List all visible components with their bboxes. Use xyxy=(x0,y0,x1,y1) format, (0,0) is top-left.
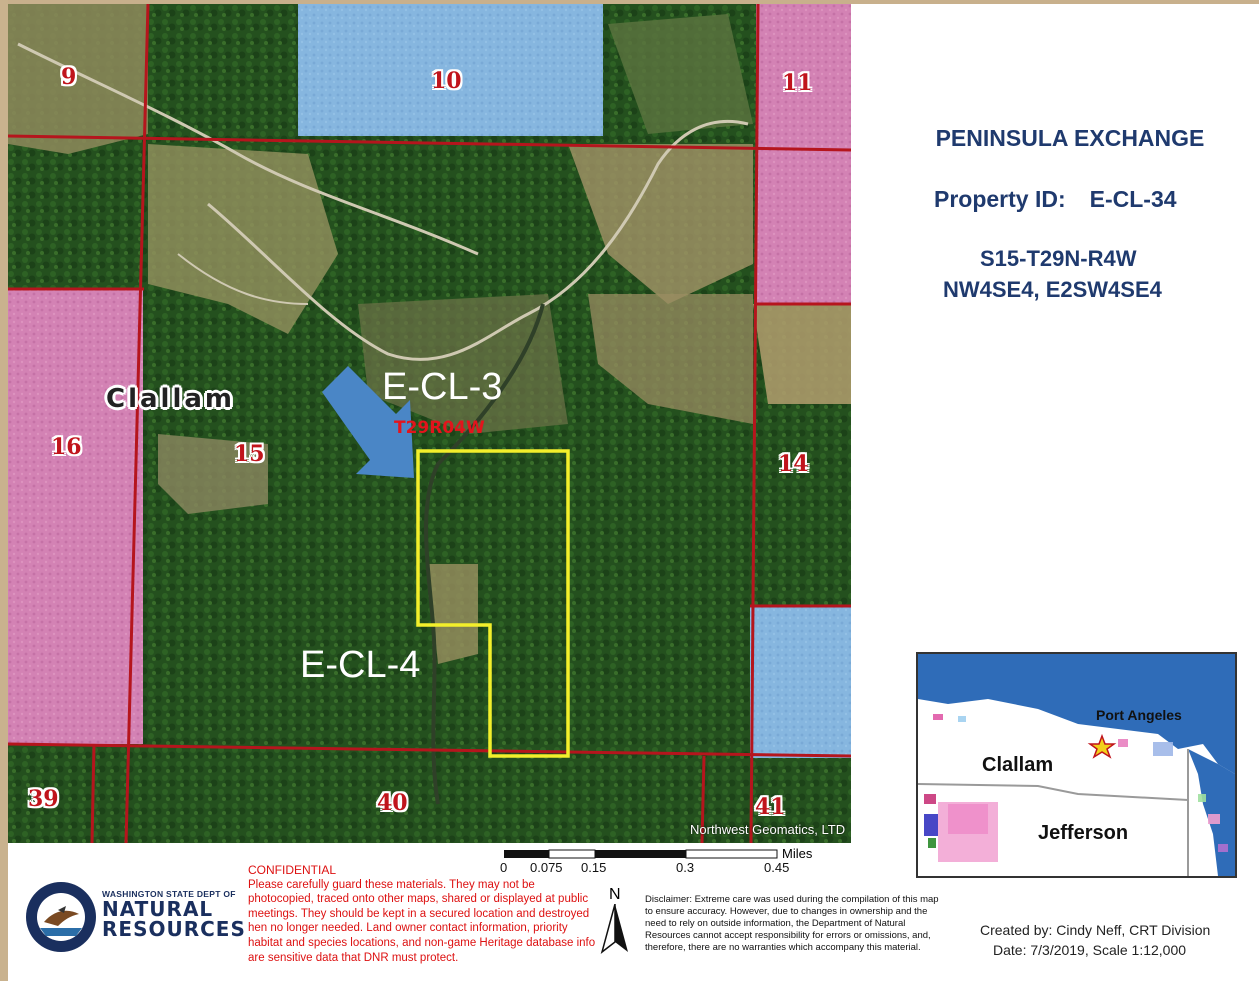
section-label-9: 9 xyxy=(61,64,77,90)
title-block: PENINSULA EXCHANGE xyxy=(880,125,1259,152)
logo-natural: NATURAL xyxy=(102,897,214,921)
map-graphics xyxy=(8,4,851,843)
imagery-credit: Northwest Geomatics, LTD xyxy=(690,822,846,837)
dnr-logo-text: WASHINGTON STATE DEPT OF NATURAL RESOURC… xyxy=(102,889,246,939)
section-label-11: 11 xyxy=(782,70,813,96)
inset-city-label: Port Angeles xyxy=(1096,707,1182,723)
pointer-arrow xyxy=(322,366,414,478)
trust-land-11-south xyxy=(756,149,851,304)
subject-parcel-outline xyxy=(416,449,570,758)
trust-land-11 xyxy=(756,4,851,149)
property-id: Property ID: E-CL-34 xyxy=(934,186,1177,213)
map-credits: Created by: Cindy Neff, CRT Division Dat… xyxy=(980,920,1210,960)
trust-land-16 xyxy=(8,289,143,744)
confidential-notice: CONFIDENTIAL Please carefully guard thes… xyxy=(248,863,598,965)
section-label-15: 15 xyxy=(234,441,265,467)
trust-land-14-south xyxy=(750,606,851,758)
inset-locator-map[interactable]: Port Angeles Clallam Jefferson xyxy=(916,652,1237,878)
confidential-body: Please carefully guard these materials. … xyxy=(248,878,596,964)
section-label-40: 40 xyxy=(377,790,408,816)
scale-tick-0075: 0.075 xyxy=(530,860,563,875)
map-title: PENINSULA EXCHANGE xyxy=(935,125,1205,151)
scale-tick-015: 0.15 xyxy=(581,860,607,875)
north-label: N xyxy=(609,886,621,903)
section-label-14: 14 xyxy=(778,451,809,477)
parcel-label-e-cl-3: E-CL-3 xyxy=(382,366,503,408)
disclaimer: Disclaimer: Extreme care was used during… xyxy=(645,894,939,953)
scale-tick-03: 0.3 xyxy=(676,860,695,875)
aerial-map[interactable]: 9 10 11 16 15 14 39 40 41 Clallam T29R04… xyxy=(8,4,851,843)
scale-tick-0: 0 xyxy=(500,860,508,875)
legal-description-line1: S15-T29N-R4W xyxy=(980,246,1137,271)
inset-graphics xyxy=(918,654,1235,876)
scale-bar-graphic xyxy=(504,849,778,859)
section-label-16: 16 xyxy=(51,434,82,460)
parcel-label-e-cl-4: E-CL-4 xyxy=(300,644,421,686)
county-label: Clallam xyxy=(106,384,235,414)
scale-tick-045: 0.45 xyxy=(764,860,790,875)
legal-description-line2: NW4SE4, E2SW4SE4 xyxy=(943,277,1162,302)
trust-land-10 xyxy=(298,4,603,136)
section-label-39: 39 xyxy=(28,786,59,812)
logo-agency-line: WASHINGTON STATE DEPT OF xyxy=(102,889,236,899)
township-label: T29R04W xyxy=(394,418,485,438)
dnr-seal-icon xyxy=(26,882,96,952)
scale-bar xyxy=(500,848,790,867)
dnr-logo xyxy=(24,880,98,959)
inset-county-jefferson: Jefferson xyxy=(1038,822,1129,844)
map-date-scale: Date: 7/3/2019, Scale 1:12,000 xyxy=(993,942,1187,958)
logo-resources: RESOURCES xyxy=(102,917,246,941)
property-location-star xyxy=(1087,733,1117,759)
confidential-heading: CONFIDENTIAL xyxy=(248,863,337,877)
frame-top-border xyxy=(0,0,1259,4)
frame-left-border xyxy=(0,0,8,981)
section-label-10: 10 xyxy=(431,68,462,94)
section-label-41: 41 xyxy=(755,794,786,820)
created-by: Created by: Cindy Neff, CRT Division xyxy=(980,922,1211,938)
section-lines xyxy=(8,4,851,843)
north-arrow-icon xyxy=(600,904,628,954)
inset-county-clallam: Clallam xyxy=(982,754,1054,776)
property-id-label: Property ID: xyxy=(934,186,1066,212)
property-id-value: E-CL-34 xyxy=(1089,186,1177,212)
scale-units: Miles xyxy=(782,846,813,861)
